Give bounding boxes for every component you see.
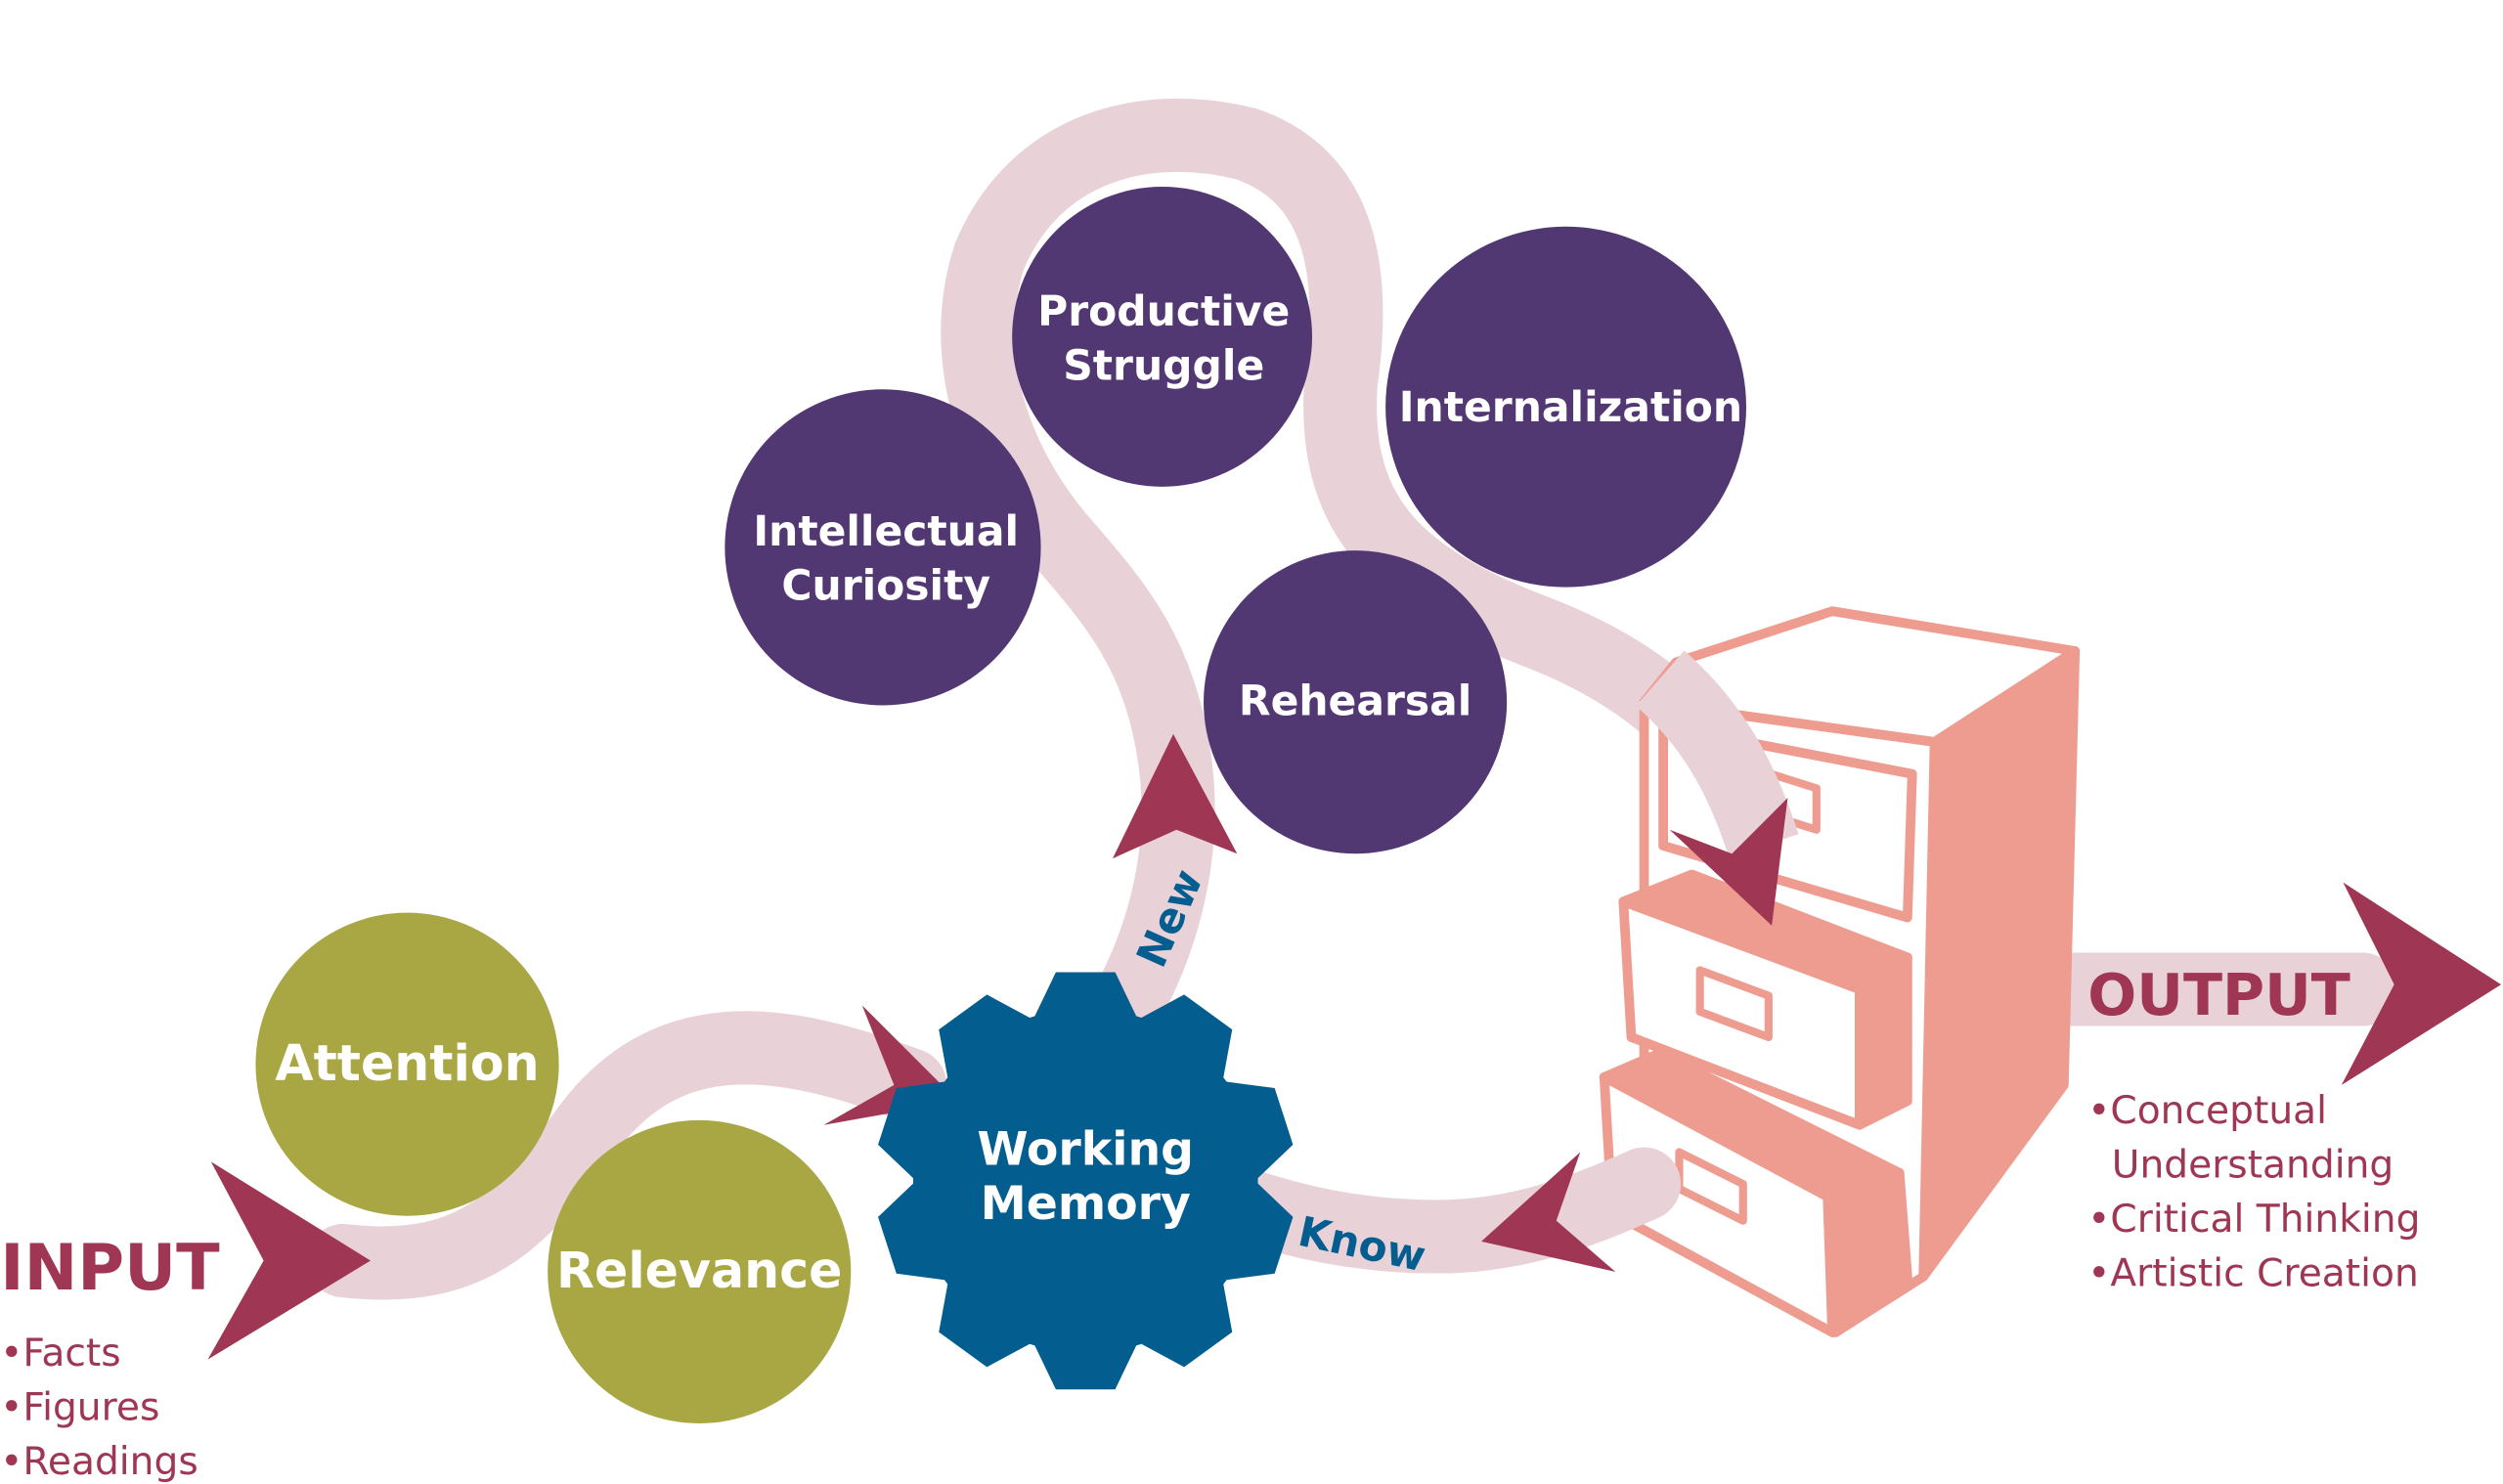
- gear-icon: [878, 972, 1294, 1390]
- output-item: •Conceptual: [2087, 1089, 2327, 1133]
- internalization-label: Internalization: [1399, 384, 1742, 432]
- input-item: •Readings: [0, 1440, 198, 1484]
- relevance-circle: [548, 1119, 852, 1423]
- rehearsal-label: Rehearsal: [1239, 677, 1471, 725]
- intellectual-curiosity-circle: [725, 389, 1041, 706]
- input-item: •Figures: [0, 1386, 159, 1430]
- store-arrow-icon: [1669, 798, 1788, 926]
- output-item: •Critical Thinking: [2087, 1198, 2420, 1242]
- attention-circle: [255, 912, 559, 1216]
- output-arrow-icon: [2341, 882, 2502, 1085]
- input-ribbon: [306, 1011, 947, 1300]
- input-title: INPUT: [0, 1231, 220, 1305]
- input-arrow-icon: [207, 1161, 371, 1360]
- new-arrow-icon: [1112, 733, 1238, 859]
- input-item: •Facts: [0, 1331, 120, 1375]
- output-title: OUTPUT: [2087, 961, 2350, 1028]
- output-item: Understanding: [2112, 1144, 2394, 1188]
- relevance-label: Relevance: [556, 1242, 842, 1299]
- arrows: [207, 733, 2502, 1360]
- new-ribbon-tail: [1635, 650, 1799, 857]
- internalization-circle: [1385, 226, 1746, 588]
- know-arrow-icon: [1481, 1152, 1616, 1272]
- output-item: •Artistic Creation: [2087, 1252, 2419, 1296]
- attention-label: Attention: [275, 1034, 539, 1092]
- rehearsal-circle: [1204, 550, 1508, 854]
- new-ribbon: [941, 98, 1801, 1059]
- productive-struggle-circle: [1012, 186, 1313, 487]
